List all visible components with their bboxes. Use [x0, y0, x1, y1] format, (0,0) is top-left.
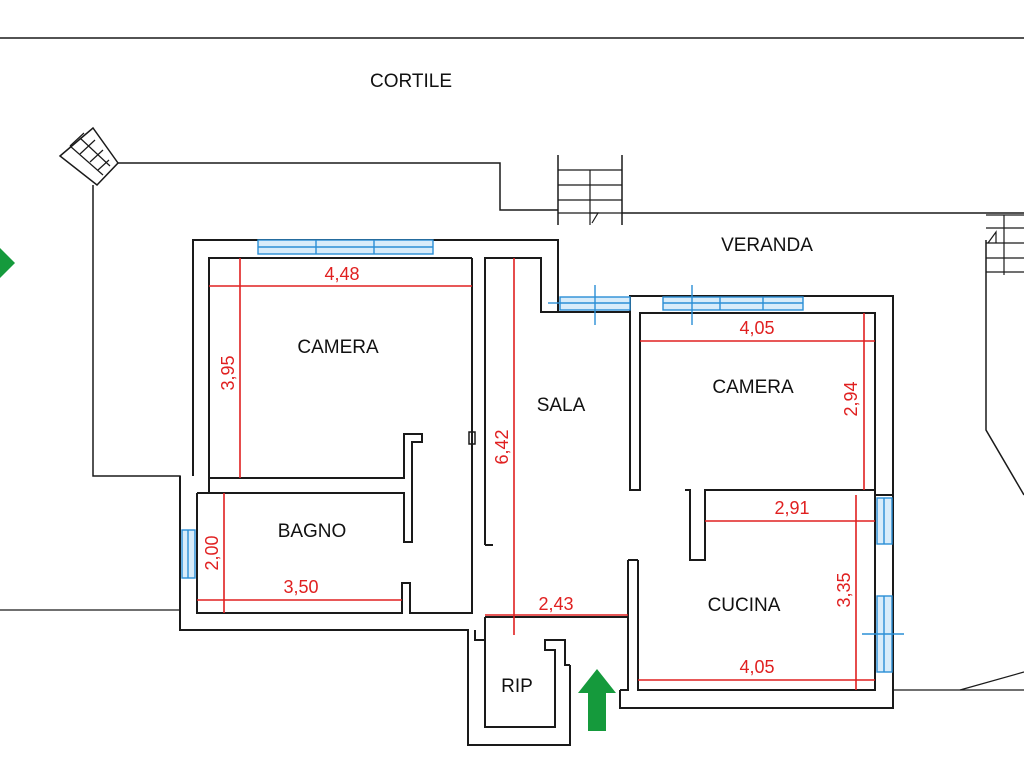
veranda-edge-right — [985, 240, 1024, 496]
bedroom-right-label: CAMERA — [712, 377, 794, 398]
dim-living-width: 2,43 — [538, 594, 573, 614]
stair-top-middle — [557, 155, 623, 225]
dim-bathroom-depth: 2,00 — [202, 535, 222, 570]
storage-label: RIP — [501, 676, 533, 697]
dim-bedroom-right-depth: 2,94 — [841, 381, 861, 416]
bathroom-label: BAGNO — [278, 521, 347, 542]
dim-bedroom-left-depth: 3,95 — [218, 355, 238, 390]
windows — [181, 239, 904, 673]
stair-top-left — [58, 126, 119, 187]
bedroom-left-label: CAMERA — [297, 337, 379, 358]
veranda-boundary-left — [118, 162, 558, 211]
stair-right — [986, 214, 1024, 275]
kitchen-label: CUCINA — [708, 595, 781, 616]
window-bedroom-right-top — [662, 285, 804, 325]
dim-kitchen-depth: 3,35 — [834, 572, 854, 607]
living-room-label: SALA — [537, 395, 586, 416]
dim-bedroom-right-width: 4,05 — [739, 318, 774, 338]
dim-kitchen-width-top: 2,91 — [774, 498, 809, 518]
dim-living-depth: 6,42 — [492, 429, 512, 464]
up-arrow-icon — [578, 669, 616, 731]
right-arrow-icon — [0, 248, 15, 278]
dim-kitchen-width-bottom: 4,05 — [739, 657, 774, 677]
window-living-veranda — [548, 285, 631, 325]
dim-bedroom-left-width: 4,48 — [324, 264, 359, 284]
veranda-label: VERANDA — [721, 235, 813, 256]
exterior-walls — [179, 239, 894, 746]
external-path-left — [92, 185, 181, 630]
window-bathroom-left — [181, 529, 196, 579]
window-kitchen-right-lower — [862, 595, 904, 673]
window-bedroom-left-top — [257, 239, 434, 255]
dimension-lines — [197, 258, 875, 690]
dim-bathroom-width: 3,50 — [283, 577, 318, 597]
window-kitchen-right-upper — [876, 497, 893, 545]
ground-line-right-diag — [959, 671, 1024, 691]
courtyard-label: CORTILE — [370, 71, 452, 92]
